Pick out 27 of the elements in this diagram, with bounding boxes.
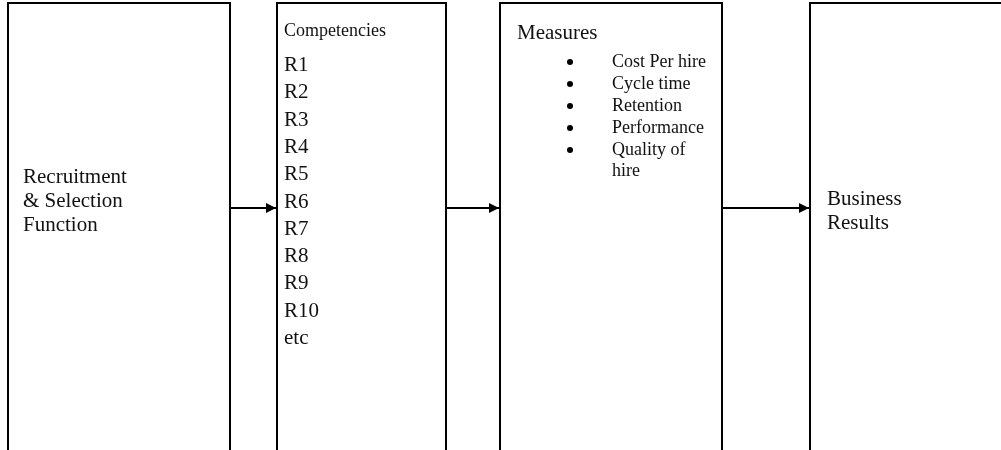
arrow: [230, 203, 277, 213]
list-item: R1: [284, 52, 309, 77]
list-item: Cycle time: [612, 73, 692, 94]
list-item: R6: [284, 188, 309, 213]
box-heading: Measures: [517, 20, 598, 45]
list-item: Retention: [612, 95, 683, 116]
process-box: [7, 2, 231, 450]
list-item: R2: [284, 79, 309, 104]
arrow: [446, 203, 500, 213]
box-label: Business Results: [827, 186, 903, 235]
list-item: R3: [284, 106, 309, 131]
process-box: [499, 2, 723, 450]
box-heading: Competencies: [284, 20, 386, 41]
list-item: R8: [284, 243, 309, 268]
process-box: [809, 2, 1001, 450]
list-item: Quality of hire: [612, 139, 687, 181]
list-item: R7: [284, 215, 309, 240]
process-box: [276, 2, 447, 450]
list-item: R10: [284, 297, 319, 322]
list-item: R4: [284, 133, 309, 159]
box-label: Recruitment & Selection Function: [23, 164, 128, 237]
list-item: R5: [284, 161, 309, 186]
list-item: R9: [284, 270, 309, 295]
list-item: Cost Per hire: [612, 51, 707, 72]
list-item: Performance: [612, 117, 705, 138]
arrow: [722, 203, 810, 213]
list-item: etc: [284, 325, 309, 350]
